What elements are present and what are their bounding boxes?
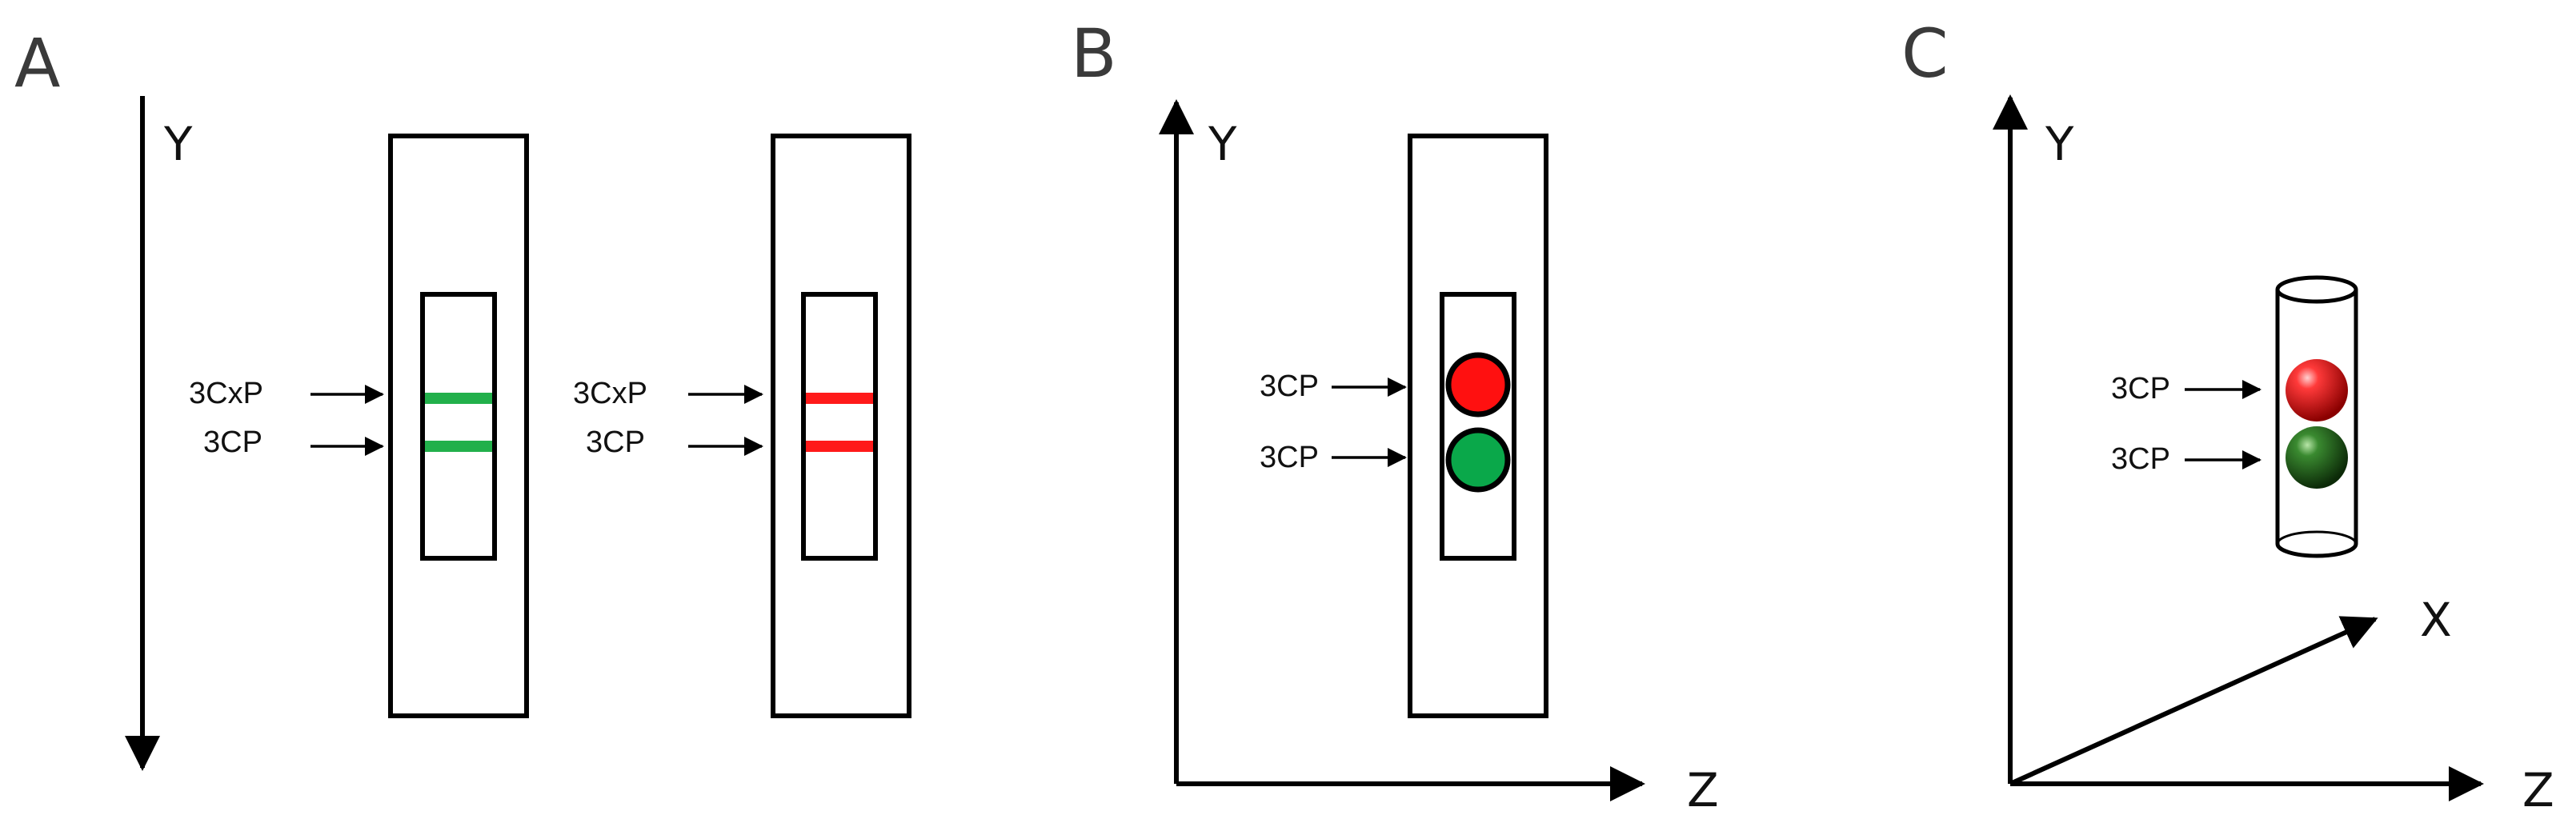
panel-a-strip-1: 3CxP 3CP [189,134,529,718]
panel-c-x-axis-label: X [2420,593,2452,647]
panel-c-label-top: 3CP [2111,372,2170,406]
panel-a: A Y 3CxP 3CP 3CxP 3CP [14,24,911,771]
panel-b: B Y Z 3CP 3CP [1071,14,1719,817]
panel-b-bottom-dot [1445,427,1511,493]
strip-2-label-top: 3CxP [573,377,647,410]
strip-1-label-top: 3CxP [189,377,263,410]
panel-b-strip [1408,134,1548,718]
strip-2-top-band [806,393,873,404]
panel-b-z-axis-label: Z [1687,763,1719,817]
strip-2-bottom-band [806,441,873,452]
panel-c-z-axis-label: Z [2522,763,2554,817]
panel-a-y-axis-label: Y [163,117,193,171]
panel-a-y-axis: Y [125,96,193,771]
panel-c-bottom-sphere [2286,426,2348,489]
panel-c-letter: C [1901,14,1949,93]
panel-b-letter: B [1071,14,1117,93]
panel-b-label-bottom: 3CP [1260,441,1319,474]
panel-c: C Y X Z 3CP 3CP [1901,14,2554,817]
strip-2-label-bottom: 3CP [586,425,645,459]
panel-c-y-axis-label: Y [2045,117,2074,171]
panel-b-y-axis-label: Y [1208,117,1237,171]
panel-a-letter: A [14,24,60,102]
panel-c-label-bottom: 3CP [2111,442,2170,476]
panel-c-axes: Y X Z [1993,94,2554,817]
strip-1-top-band [425,393,492,404]
panel-b-top-dot [1445,352,1511,417]
strip-1-bottom-band [425,441,492,452]
strip-1-label-bottom: 3CP [203,425,262,459]
panel-b-label-top: 3CP [1260,370,1319,403]
panel-c-tube [2275,275,2358,558]
panel-b-axes: Y Z [1159,99,1719,817]
panel-c-top-sphere [2286,359,2348,421]
panel-a-strip-2: 3CxP 3CP [573,134,911,718]
